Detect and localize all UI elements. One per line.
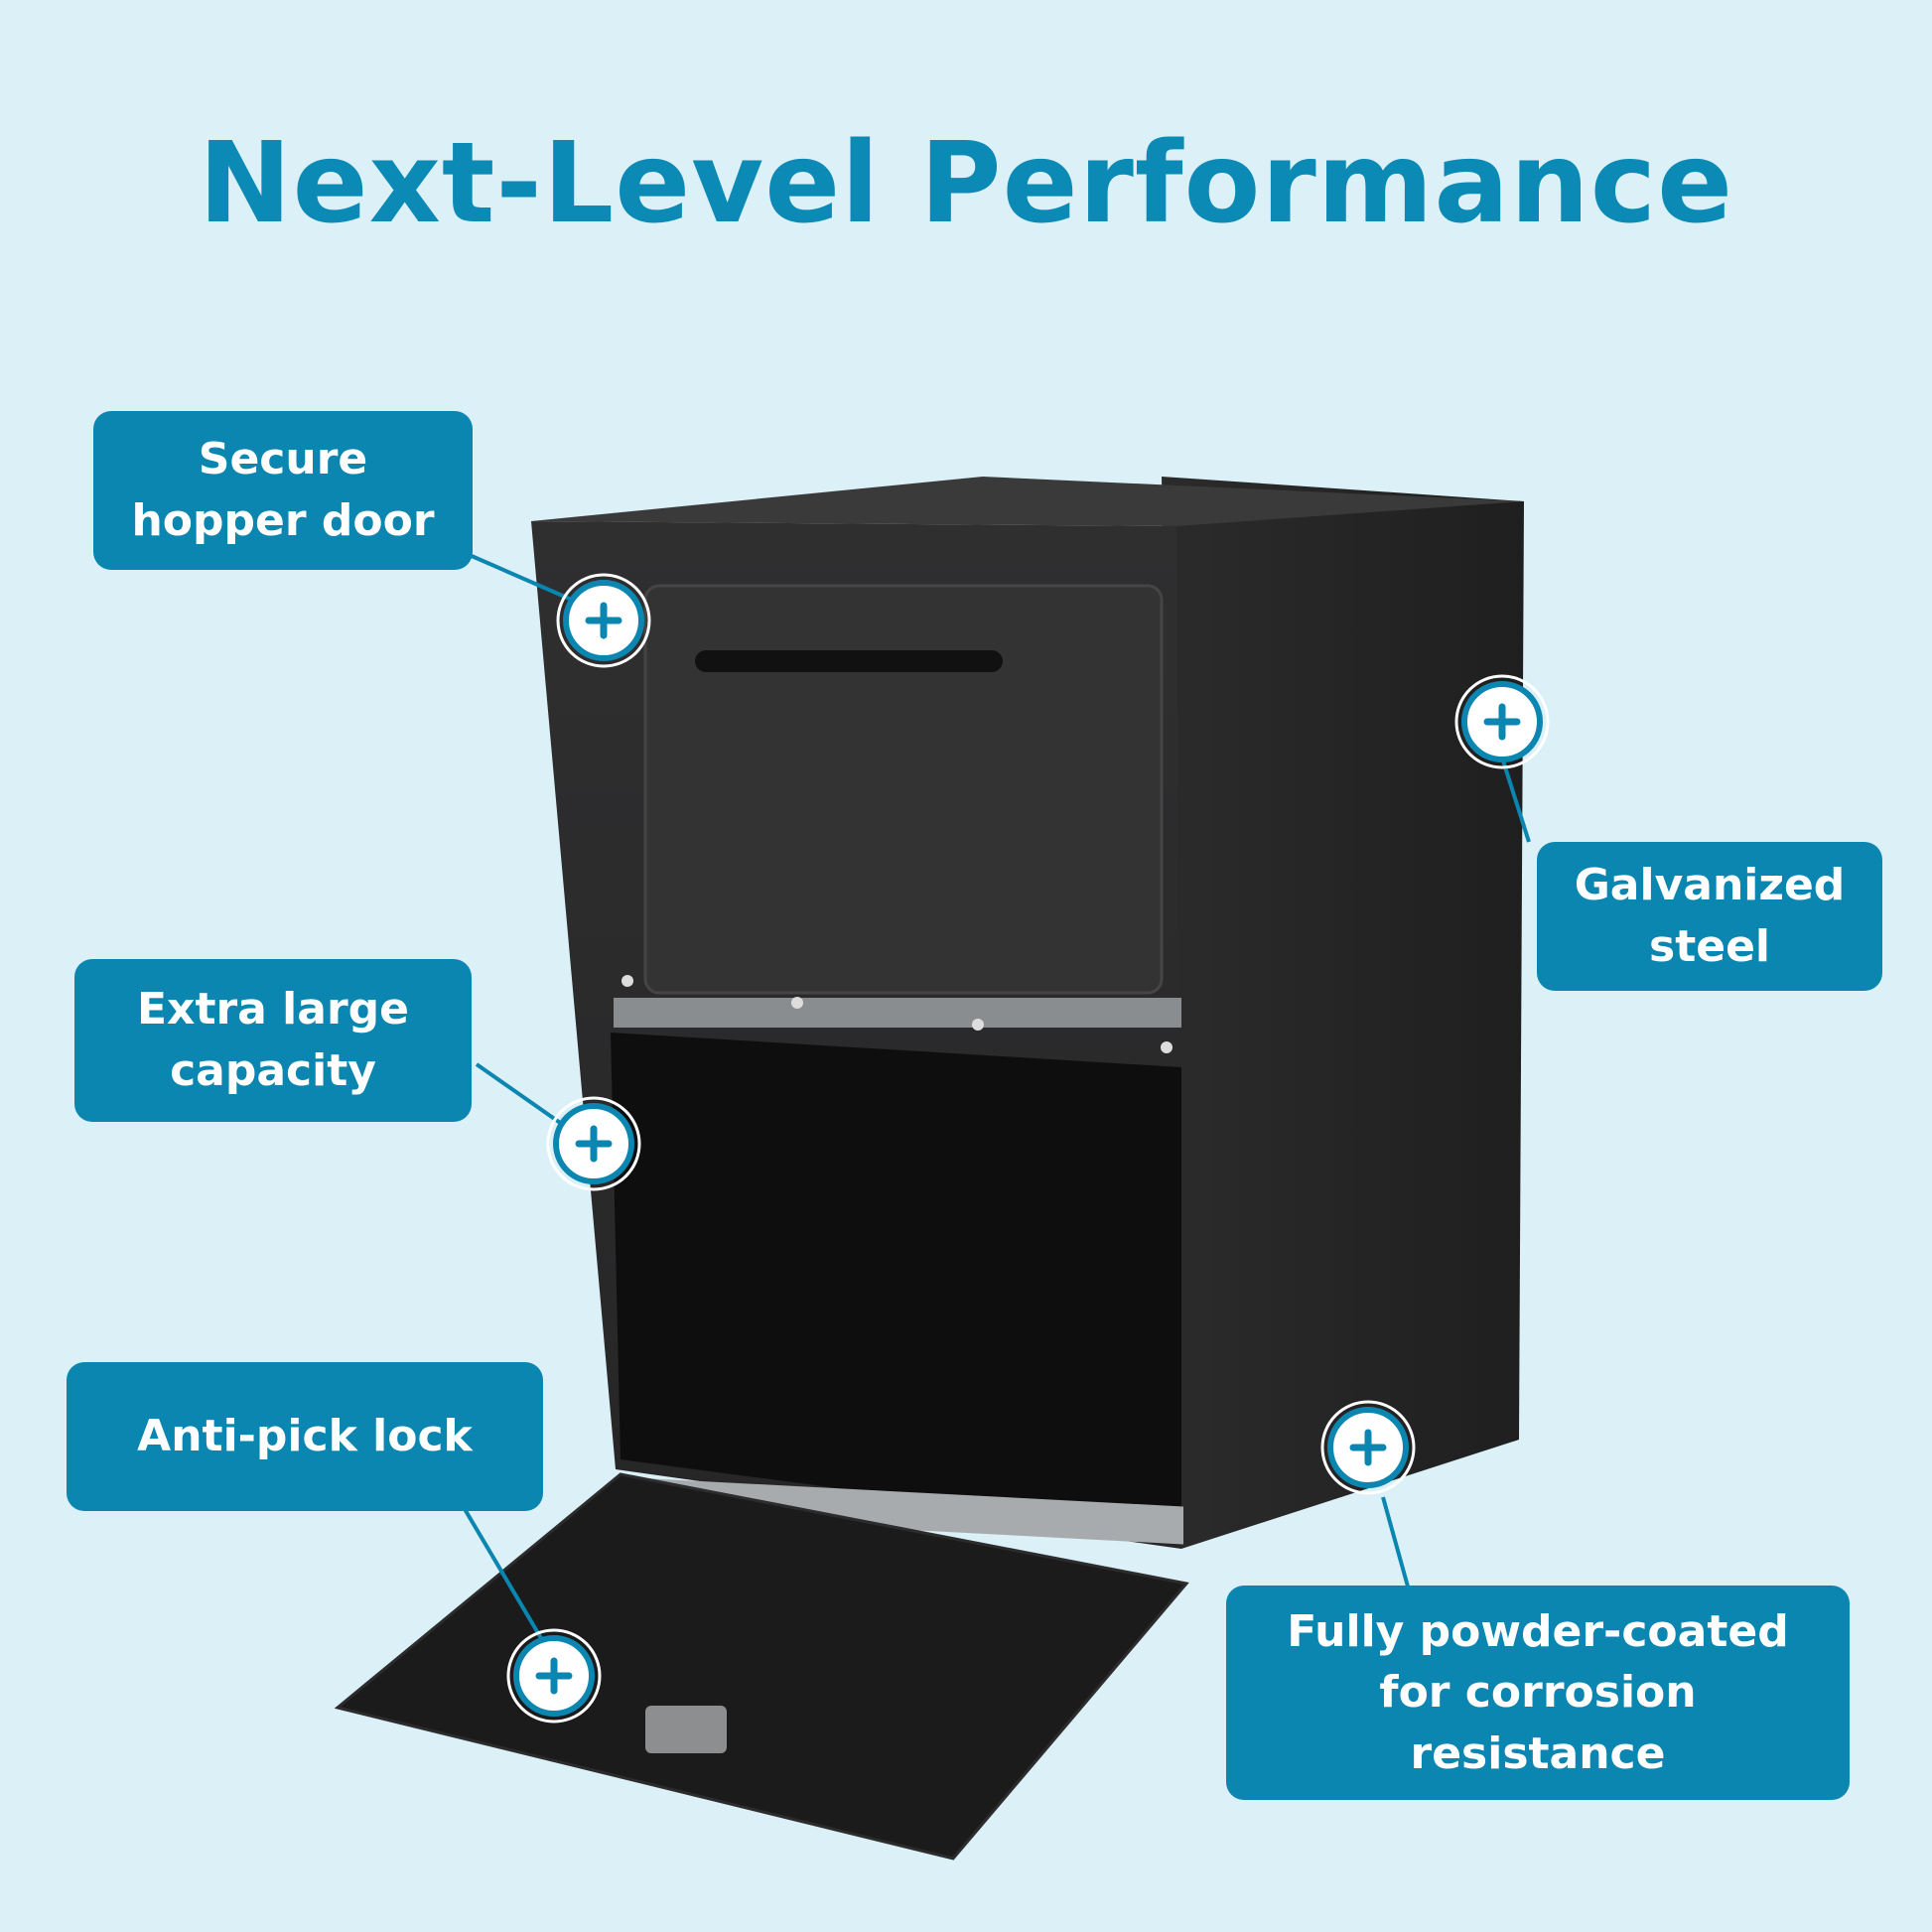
plus-icon[interactable] xyxy=(554,571,653,670)
hopper-door-handle xyxy=(695,650,1003,672)
callout-galvanized-steel: Galvanized steel xyxy=(1537,842,1882,991)
plus-icon[interactable] xyxy=(1452,672,1552,771)
plus-icon[interactable] xyxy=(504,1626,604,1725)
plus-icon[interactable] xyxy=(544,1094,643,1193)
hopper-door xyxy=(643,584,1164,995)
lower-hinge xyxy=(618,1476,1183,1545)
lower-door xyxy=(334,1472,1189,1861)
upper-hinge xyxy=(614,998,1181,1028)
mailbox-side-panel xyxy=(1162,477,1524,1549)
callout-secure-hopper-door: Secure hopper door xyxy=(93,411,473,570)
plus-icon[interactable] xyxy=(1318,1398,1418,1497)
mailbox-top xyxy=(531,477,1524,526)
callout-extra-large-capacity: Extra large capacity xyxy=(74,959,472,1122)
lock-latch xyxy=(645,1706,727,1753)
connector-lines xyxy=(463,554,1531,1640)
page-title: Next-Level Performance xyxy=(198,119,1734,248)
parcel-compartment xyxy=(611,1033,1181,1534)
callout-powder-coated: Fully powder-coated for corrosion resist… xyxy=(1226,1586,1850,1800)
callout-anti-pick-lock: Anti-pick lock xyxy=(67,1362,543,1511)
